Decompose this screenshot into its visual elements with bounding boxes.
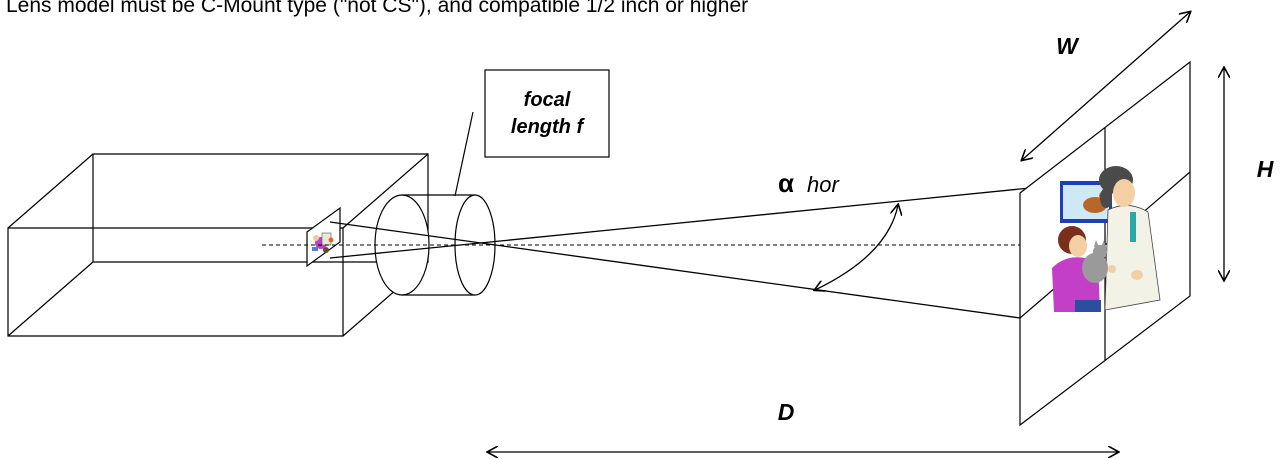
scene-icon: [1052, 166, 1161, 312]
distance-label: D: [778, 399, 795, 425]
alpha-symbol: α: [778, 168, 794, 198]
height-label: H: [1257, 156, 1274, 182]
lens-requirement-note: Lens model must be C-Mount type ("not CS…: [6, 0, 749, 17]
camera-body: [7, 153, 429, 337]
angle-arc: [815, 205, 898, 290]
lens-barrel: [374, 194, 496, 296]
focal-label-line1: focal: [524, 89, 571, 111]
focal-label-line2: length f: [511, 116, 586, 138]
width-dimension-arrow: [1022, 12, 1190, 160]
sensor-image-icon: [312, 232, 334, 253]
width-label: W: [1056, 33, 1080, 59]
alpha-text: hor: [807, 172, 840, 197]
focal-length-callout: focal length f: [454, 69, 610, 197]
